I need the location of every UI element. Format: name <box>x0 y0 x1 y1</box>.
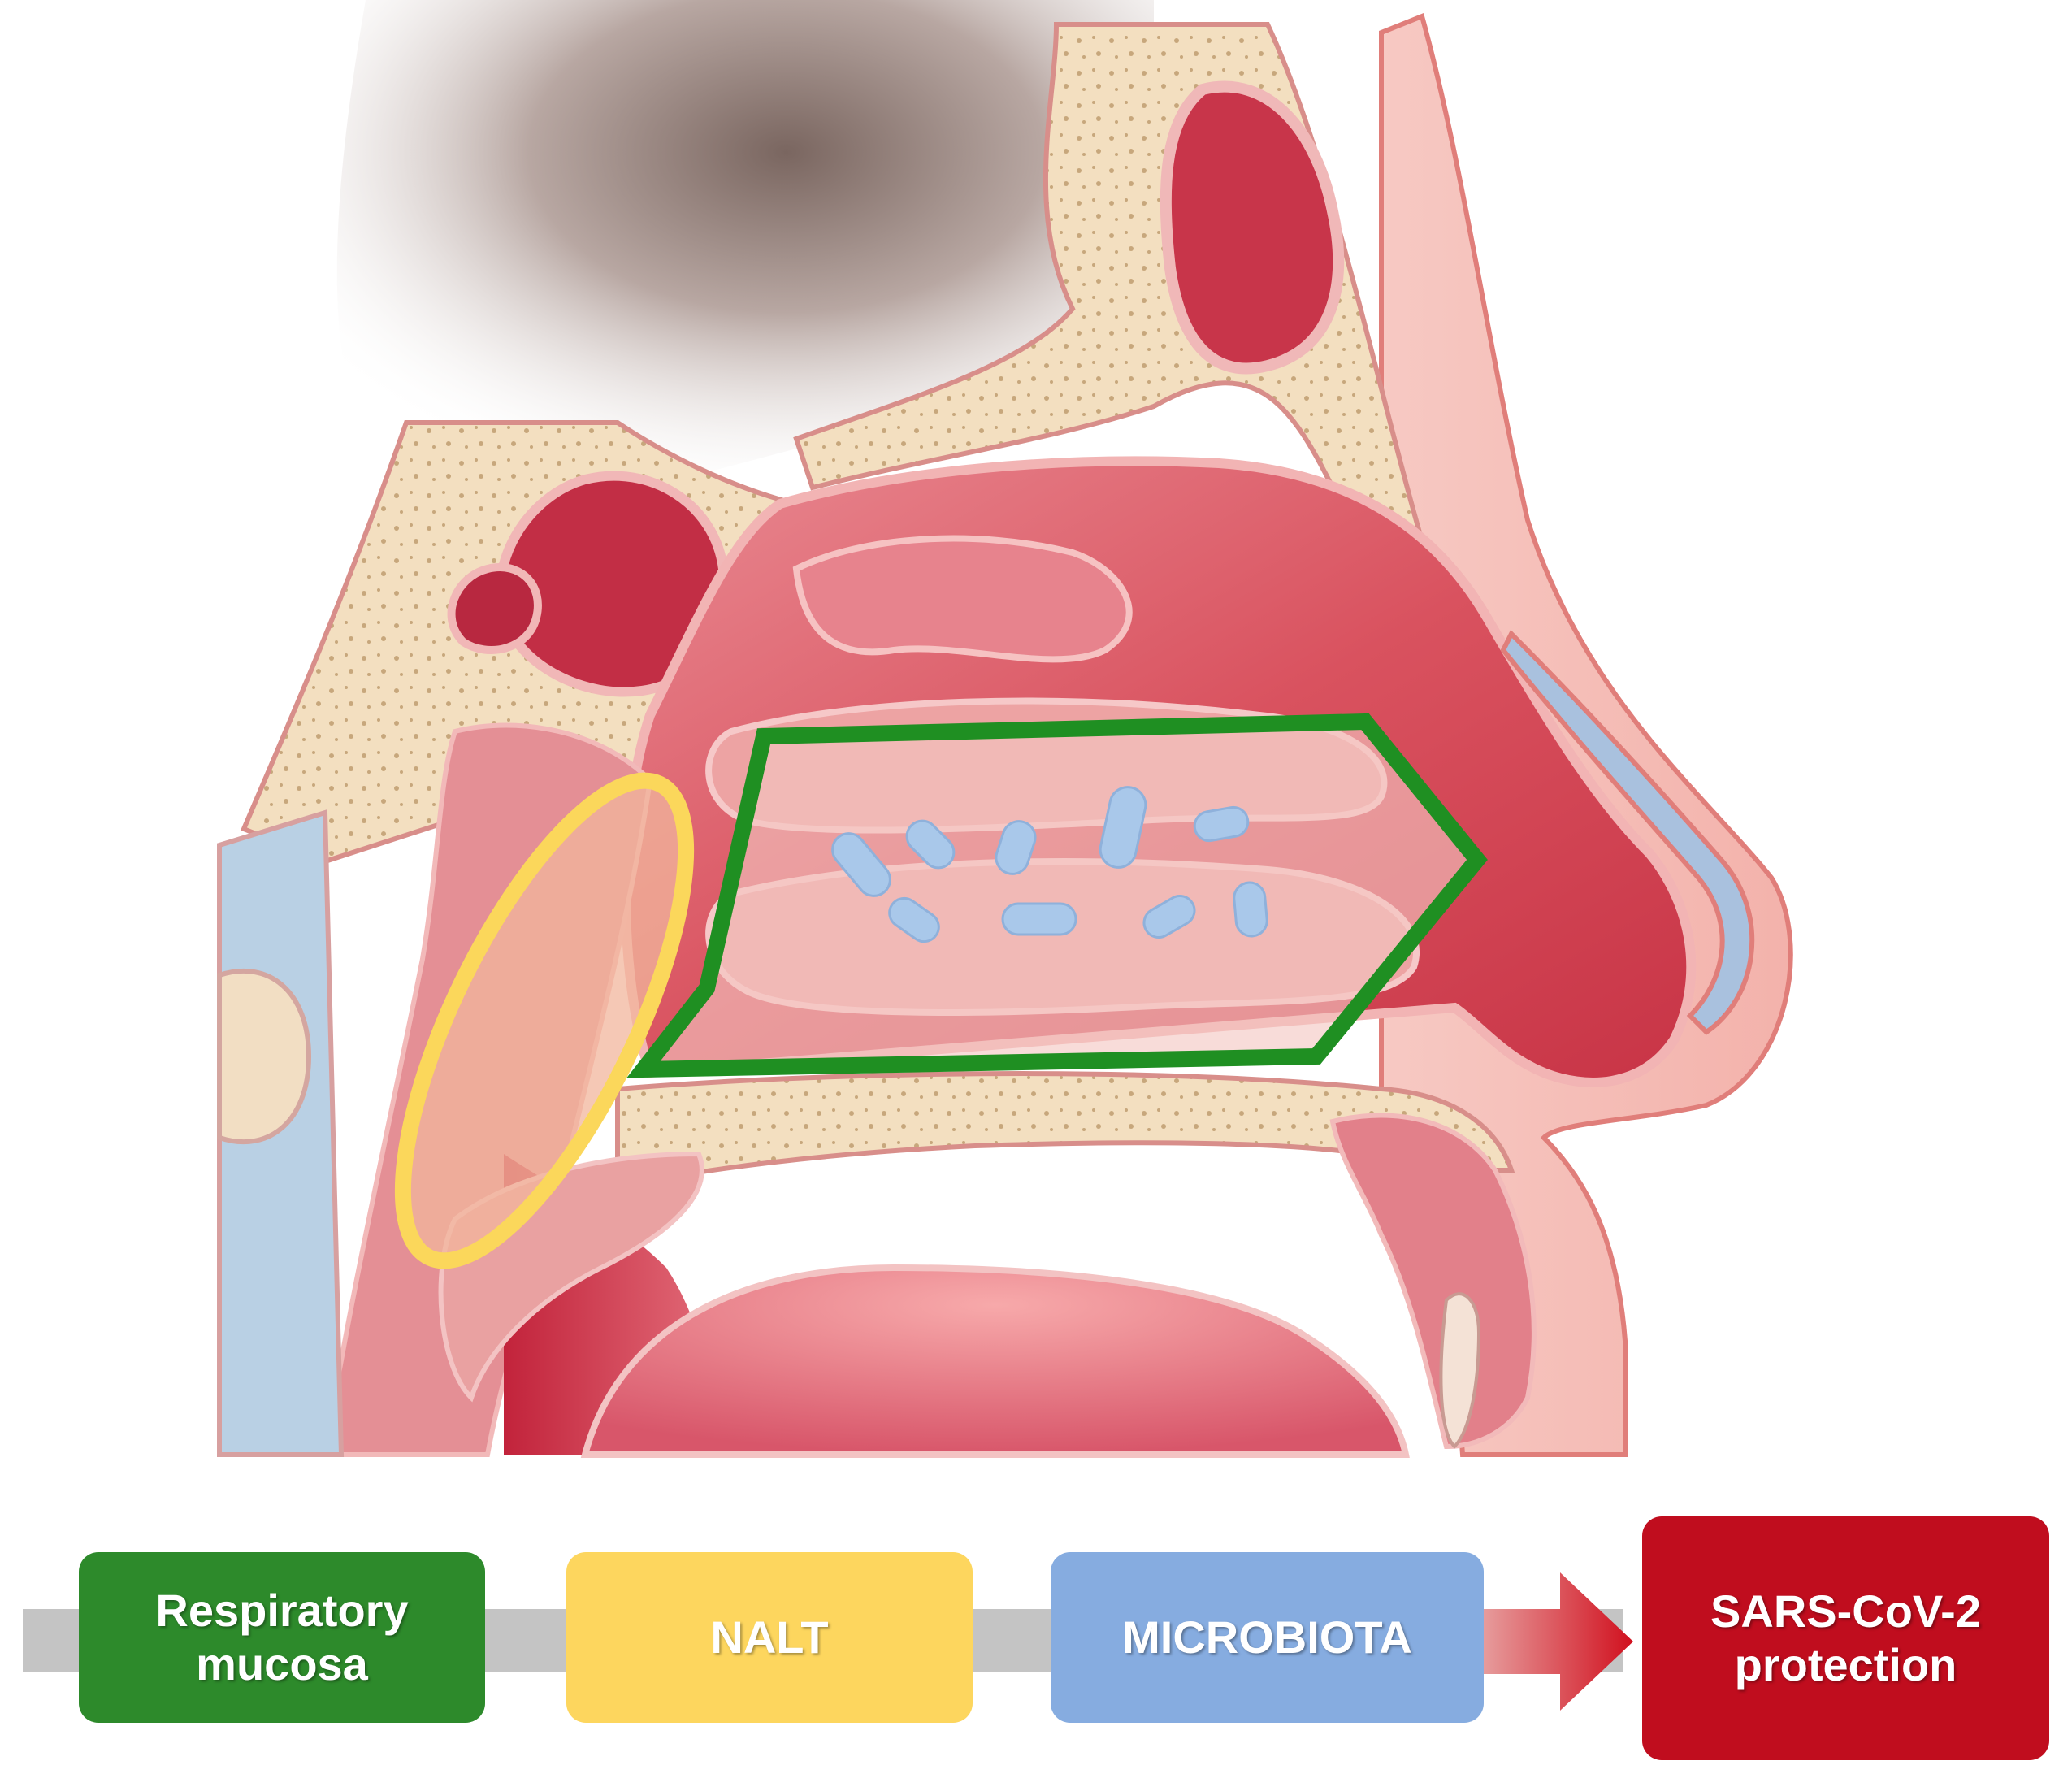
bacterium <box>1099 786 1147 869</box>
sphenoid-sinus-lower <box>447 563 542 654</box>
nasal-cavity-illustration <box>217 0 1793 1458</box>
bacterium <box>888 896 940 943</box>
flow-arrow-icon <box>1479 1572 1633 1711</box>
bacterium <box>1142 895 1196 939</box>
tongue <box>580 1264 1410 1458</box>
upper-lip <box>1329 1113 1537 1450</box>
bacterium <box>1001 902 1077 936</box>
bacterium <box>905 819 956 870</box>
bacterium <box>1233 881 1268 938</box>
bacterium <box>995 820 1037 875</box>
superior-turbinate <box>792 535 1133 663</box>
protection-flow: Respiratory mucosa NALT MICROBIOTA SARS-… <box>0 1495 2072 1787</box>
microbiota-bacteria <box>831 786 1268 943</box>
vertebra-left <box>217 969 312 1144</box>
nalt-box: NALT <box>566 1552 973 1723</box>
nalt-region <box>394 772 695 1269</box>
respiratory-mucosa-box: Respiratory mucosa <box>79 1552 485 1723</box>
nasal-cartilage <box>1500 629 1755 1035</box>
incisor-tooth <box>1439 1292 1481 1449</box>
frontal-sinus <box>1160 80 1345 375</box>
microbiota-box: MICROBIOTA <box>1051 1552 1484 1723</box>
sars-cov-2-protection-box: SARS-CoV-2 protection <box>1642 1516 2049 1760</box>
bacterium <box>831 832 891 897</box>
bacterium <box>1193 805 1250 843</box>
sphenoid-sinus <box>495 471 730 697</box>
respiratory-mucosa-region <box>626 713 1488 1078</box>
